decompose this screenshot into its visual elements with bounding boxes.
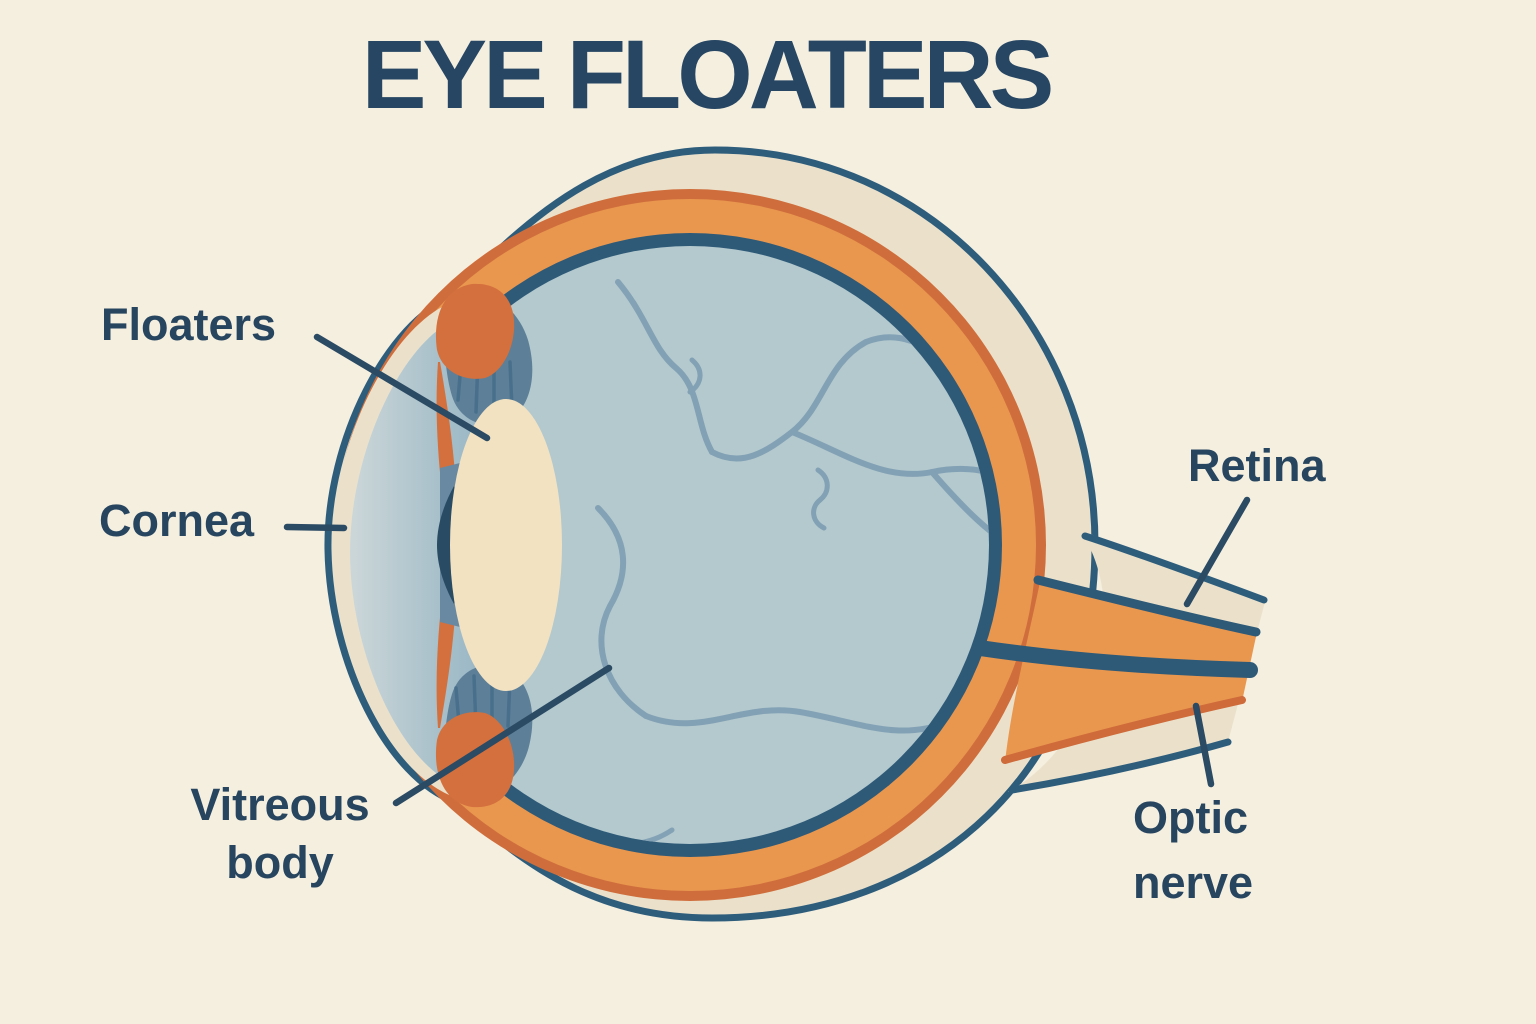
lens (450, 399, 562, 691)
optic-nerve-dark-orange-strip (1001, 696, 1246, 764)
vitreous-body-leader-line (392, 664, 613, 807)
cornea-leader-line (283, 523, 348, 532)
vitreous-veins (585, 279, 989, 844)
label-cornea: Cornea (99, 495, 255, 546)
iris-strip-upper (436, 362, 456, 492)
optic-nerve-upper-dark-line (1033, 575, 1261, 637)
cornea-dome (350, 318, 506, 786)
iris-upper (435, 283, 515, 379)
label-optic-nerve: Optic nerve (1133, 792, 1254, 909)
retina-leader-line (1183, 496, 1251, 608)
optic-nerve-top-outline (1081, 532, 1268, 604)
vitreous-body-region (391, 246, 989, 844)
optic-nerve-leader-line (1192, 702, 1215, 788)
optic-nerve-center-stripe (972, 640, 1258, 678)
label-retina: Retina (1188, 440, 1326, 491)
iris-strip-lower (436, 598, 456, 728)
label-vitreous-body: Vitreous body (190, 779, 370, 888)
iris-lower (435, 712, 515, 808)
floaters-leader-line (313, 333, 491, 442)
label-floaters: Floaters (101, 299, 277, 350)
page-title: EYE FLOATERS (361, 20, 1055, 129)
